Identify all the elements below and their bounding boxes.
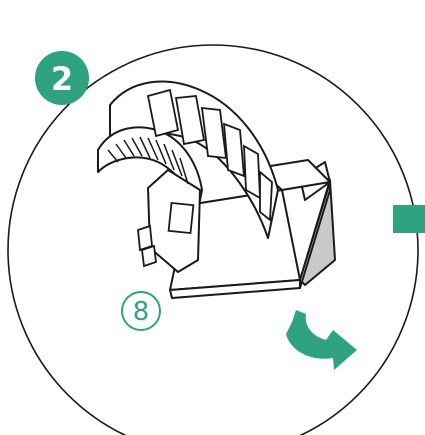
step-number: 2: [51, 60, 73, 98]
part-label-number: 8: [133, 297, 150, 327]
part-label: 8: [122, 292, 160, 330]
next-step-arrow-icon: [393, 205, 425, 233]
step-number-badge: 2: [35, 51, 89, 105]
